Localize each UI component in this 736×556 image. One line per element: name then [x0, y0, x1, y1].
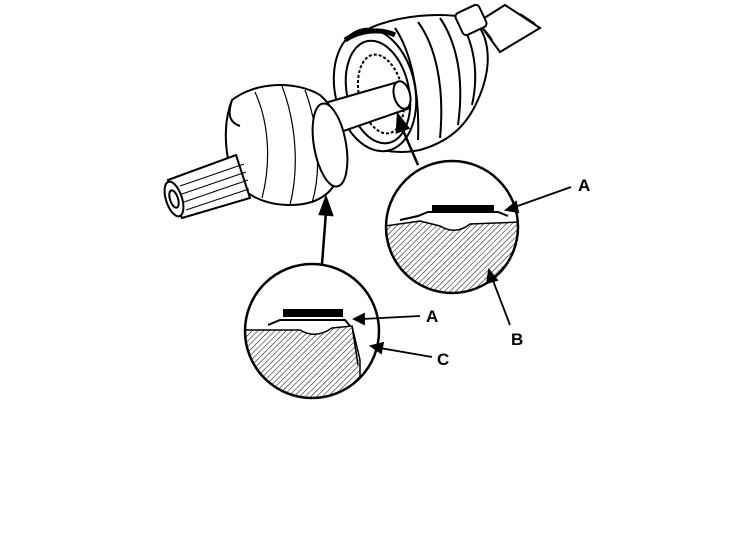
- axle-shaft: [476, 3, 542, 54]
- label-leaders: [351, 186, 572, 358]
- callout-arrows: [318, 111, 420, 265]
- label-a-lower: A: [426, 307, 438, 326]
- detail-circle-right: [384, 159, 520, 295]
- label-a-upper: A: [578, 176, 590, 195]
- splined-stub-shaft: [163, 153, 252, 220]
- label-b: B: [511, 330, 523, 349]
- label-c: C: [437, 350, 449, 369]
- detail-circle-left: [243, 262, 381, 400]
